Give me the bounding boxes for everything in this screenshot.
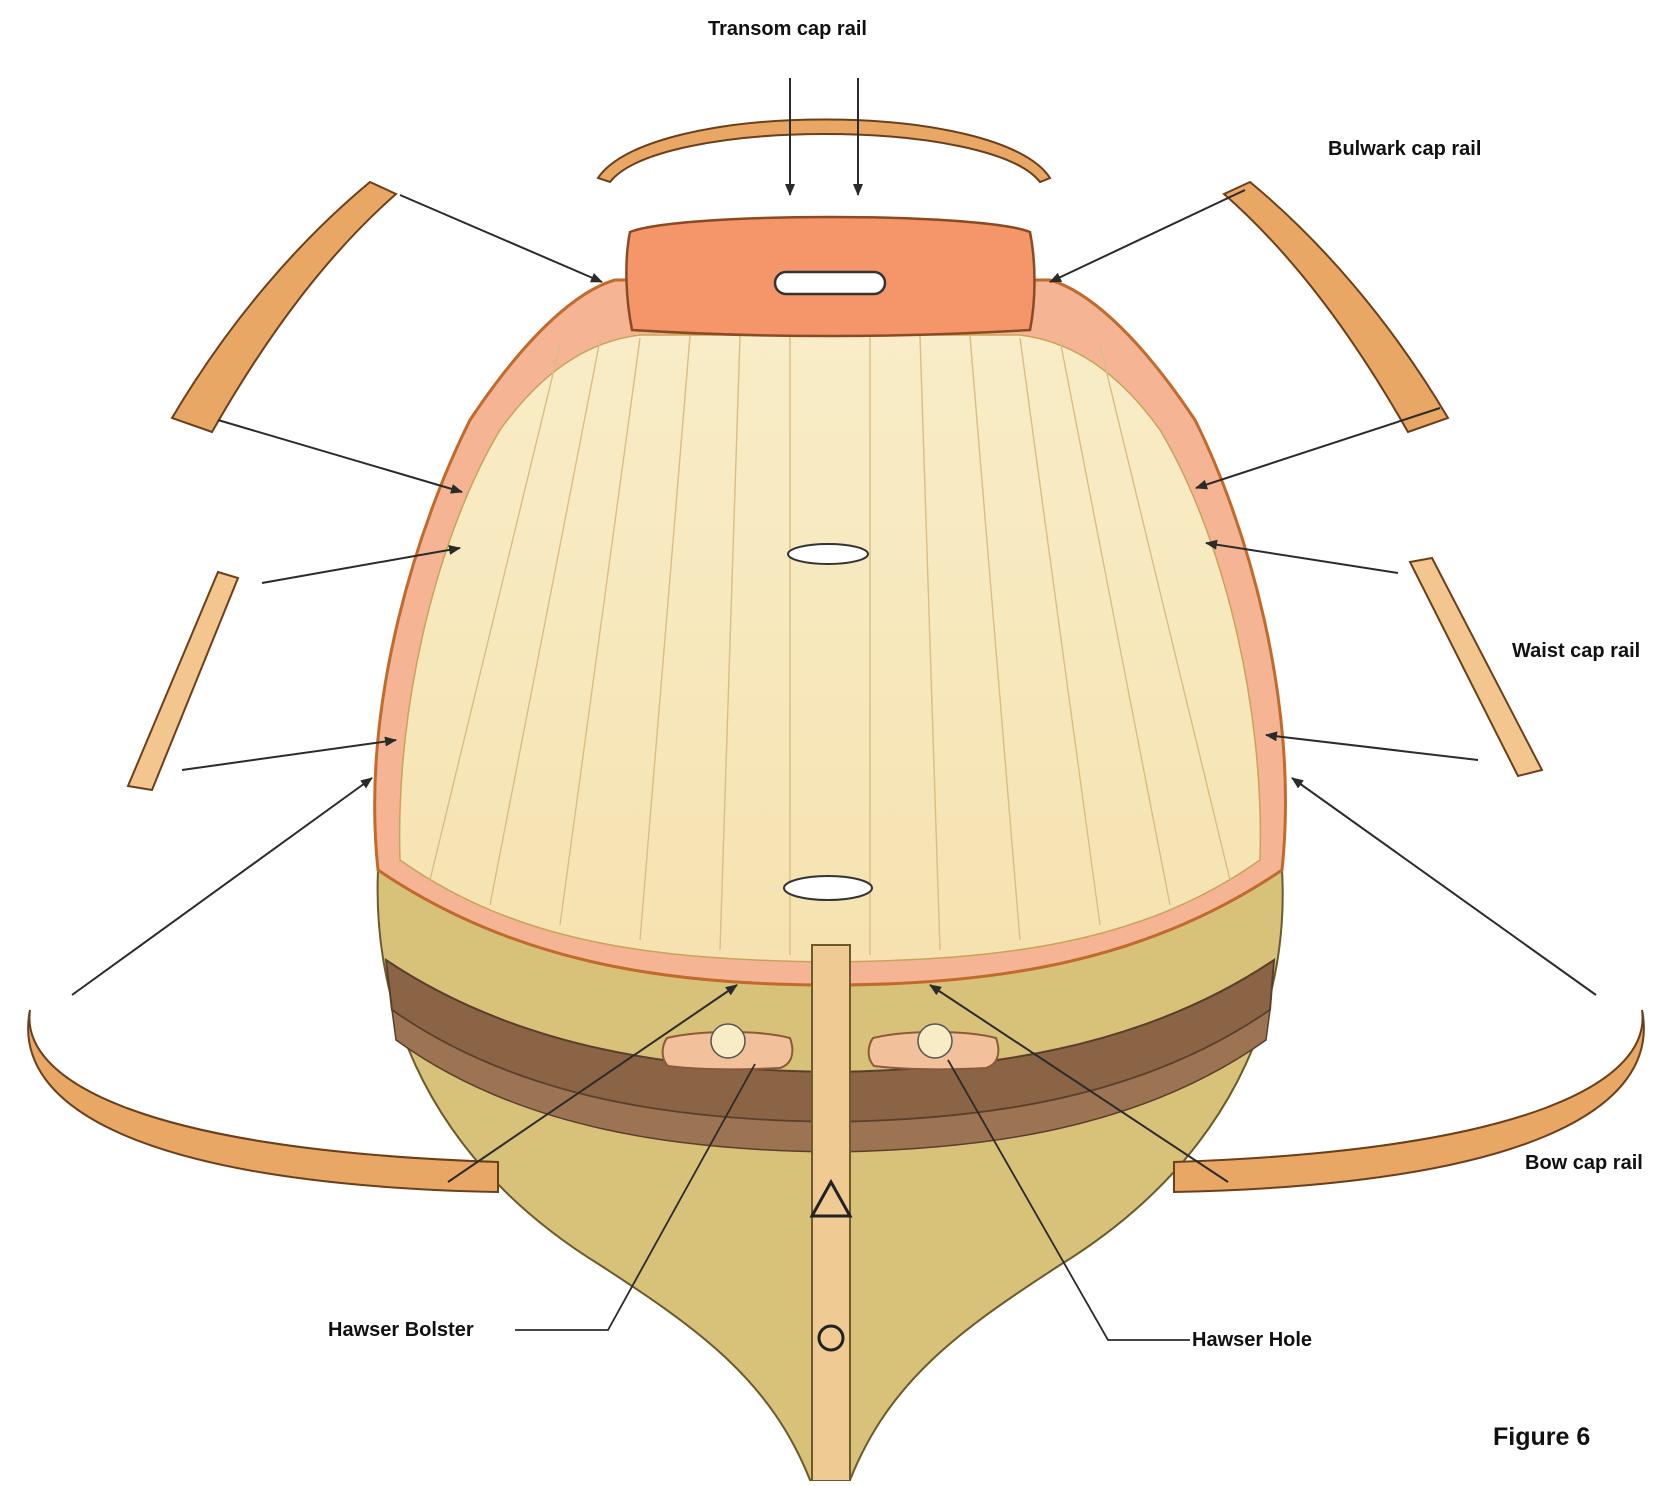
- label-hawser-hole: Hawser Hole: [1192, 1329, 1312, 1352]
- label-transom-cap-rail: Transom cap rail: [708, 18, 867, 41]
- stem-post: [812, 945, 850, 1481]
- transom-cap-rail: [598, 120, 1050, 183]
- bulwark-cap-rail-right: [1224, 182, 1448, 432]
- waist-cap-rail-right: [1410, 558, 1542, 776]
- hawser-hole-left: [711, 1024, 745, 1058]
- label-hawser-bolster: Hawser Bolster: [328, 1319, 474, 1342]
- deck-hole-aft: [788, 544, 868, 564]
- waist-cap-rail-left: [128, 572, 238, 790]
- label-bow-cap-rail: Bow cap rail: [1525, 1152, 1643, 1175]
- label-bulwark-cap-rail: Bulwark cap rail: [1328, 138, 1481, 161]
- figure-caption: Figure 6: [1493, 1423, 1590, 1452]
- label-waist-cap-rail: Waist cap rail: [1512, 640, 1640, 663]
- bulwark-cap-rail-left: [172, 182, 396, 432]
- hawser-hole-right: [918, 1024, 952, 1058]
- deck-hole-fore: [784, 876, 872, 900]
- transom-slot: [775, 272, 885, 294]
- deck-floor: [400, 335, 1261, 962]
